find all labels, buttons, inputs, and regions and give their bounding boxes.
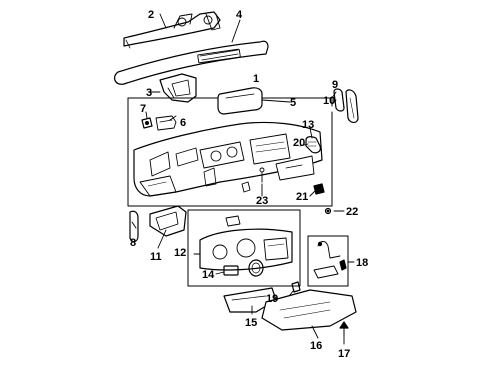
assembly-box-cluster	[187, 209, 301, 287]
callout-22: 22	[346, 206, 358, 218]
callout-18: 18	[356, 257, 368, 269]
callout-10: 10	[323, 95, 335, 107]
callout-14: 14	[202, 269, 215, 281]
side-trim-right	[345, 89, 359, 124]
callout-12: 12	[174, 247, 186, 259]
callout-21: 21	[296, 191, 308, 203]
side-trim-left	[333, 88, 345, 112]
instrument-panel	[133, 121, 323, 197]
leader-lines	[131, 13, 355, 345]
fastener-23	[241, 167, 265, 193]
callout-7: 7	[140, 103, 146, 115]
fastener-21	[313, 183, 325, 195]
callout-5: 5	[290, 97, 296, 109]
fastener-22	[324, 207, 332, 215]
defroster-nozzle	[305, 136, 321, 154]
callout-13: 13	[302, 119, 314, 131]
assembly-box-main	[127, 97, 333, 207]
callout-20: 20	[293, 137, 305, 149]
callout-16: 16	[310, 340, 322, 352]
defroster-duct	[123, 11, 221, 49]
callout-labels: 1 2 3 4 5 6 7 8 9 10 11 12 13 14 15 16 1…	[130, 9, 368, 360]
callout-1: 1	[253, 73, 259, 85]
trim-ring	[248, 259, 264, 277]
side-vent-duct	[159, 73, 197, 103]
lower-bracket-left	[149, 205, 187, 237]
callout-6: 6	[180, 117, 186, 129]
callout-11: 11	[150, 251, 162, 263]
clip-part	[141, 117, 153, 129]
clip-19	[291, 281, 301, 293]
upper-dash-pad	[114, 40, 269, 85]
wiring-harness	[313, 241, 347, 279]
lower-cover-right	[261, 289, 357, 331]
callout-23: 23	[256, 195, 268, 207]
callout-8: 8	[130, 237, 136, 249]
callout-17: 17	[338, 348, 350, 360]
cluster-bezel	[199, 215, 293, 271]
callout-19: 19	[266, 293, 278, 305]
callout-3: 3	[146, 87, 152, 99]
screw-17	[339, 321, 349, 337]
end-cap-left	[129, 210, 139, 243]
callout-2: 2	[148, 9, 154, 21]
assembly-box-18	[307, 235, 349, 287]
glove-box-lid	[217, 87, 263, 115]
callout-4: 4	[236, 9, 243, 21]
switch-part	[223, 265, 239, 276]
callout-9: 9	[332, 79, 338, 91]
callout-15: 15	[245, 317, 257, 329]
